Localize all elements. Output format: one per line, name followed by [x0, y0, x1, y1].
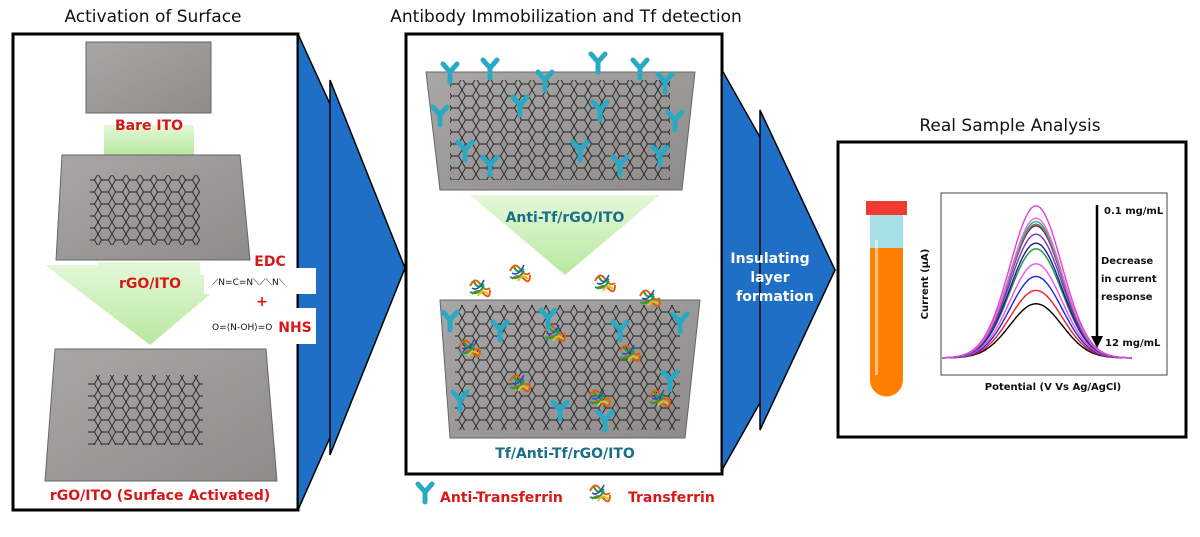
activation-title: Activation of Surface — [64, 7, 241, 27]
nhs-structure: O=⟨N-OH⟩=O — [212, 323, 272, 333]
green-arrow-2 — [45, 262, 233, 345]
anti-transferrin-legend-icon — [418, 484, 432, 502]
insulating-line1: Insulating — [730, 251, 809, 267]
legend-transferrin: Transferrin — [628, 490, 715, 506]
anti-tf-graphene — [450, 80, 670, 180]
tf-graphene — [455, 305, 680, 430]
annotation-top: 0.1 mg/mL — [1104, 206, 1164, 217]
bare-ito-label: Bare ITO — [115, 118, 183, 134]
edc-structure: ⟋N=C=N⟍⟋⟍N⟍ — [212, 278, 286, 288]
process-arrow-1b — [329, 79, 406, 456]
insulating-line3: formation — [736, 289, 814, 305]
cv-curves — [941, 205, 1133, 359]
x-axis-label: Potential (V Vs Ag/AgCl) — [985, 382, 1122, 393]
edc-label: EDC — [254, 254, 285, 270]
sample-tube-icon — [866, 201, 907, 397]
y-axis-label: Current (µA) — [920, 249, 931, 320]
graphene-sheet — [90, 175, 200, 245]
green-arrow-1 — [104, 125, 194, 155]
decrease-arrow-head — [1091, 336, 1103, 348]
activated-graphene-sheet — [88, 375, 203, 445]
rgo-ito-label: rGO/ITO — [119, 276, 181, 292]
plus-sign: + — [256, 294, 268, 310]
annotation-mid-2: in current — [1101, 274, 1157, 285]
bare-ito-slab — [85, 41, 212, 114]
process-arrow-2b — [759, 109, 836, 431]
annotation-bottom: 12 mg/mL — [1105, 338, 1161, 349]
nhs-structure-bg — [206, 308, 316, 344]
legend: Anti-Transferrin Transferrin — [418, 484, 715, 506]
cv-curve — [941, 205, 1132, 359]
anti-tf-label: Anti-Tf/rGO/ITO — [506, 210, 625, 226]
transferrin-legend-icon — [589, 484, 611, 503]
activated-label: rGO/ITO (Surface Activated) — [50, 488, 270, 504]
nhs-label: NHS — [278, 320, 312, 336]
edc-structure-bg — [204, 268, 316, 294]
analysis-title: Real Sample Analysis — [919, 116, 1100, 136]
insulating-line2: layer — [750, 270, 789, 286]
immobilization-title: Antibody Immobilization and Tf detection — [390, 7, 742, 27]
annotation-mid-3: response — [1101, 292, 1153, 303]
legend-anti-transferrin: Anti-Transferrin — [440, 490, 563, 506]
tf-anti-tf-label: Tf/Anti-Tf/rGO/ITO — [495, 446, 635, 462]
green-arrow-3 — [470, 195, 660, 275]
annotation-mid-1: Decrease — [1101, 256, 1153, 267]
